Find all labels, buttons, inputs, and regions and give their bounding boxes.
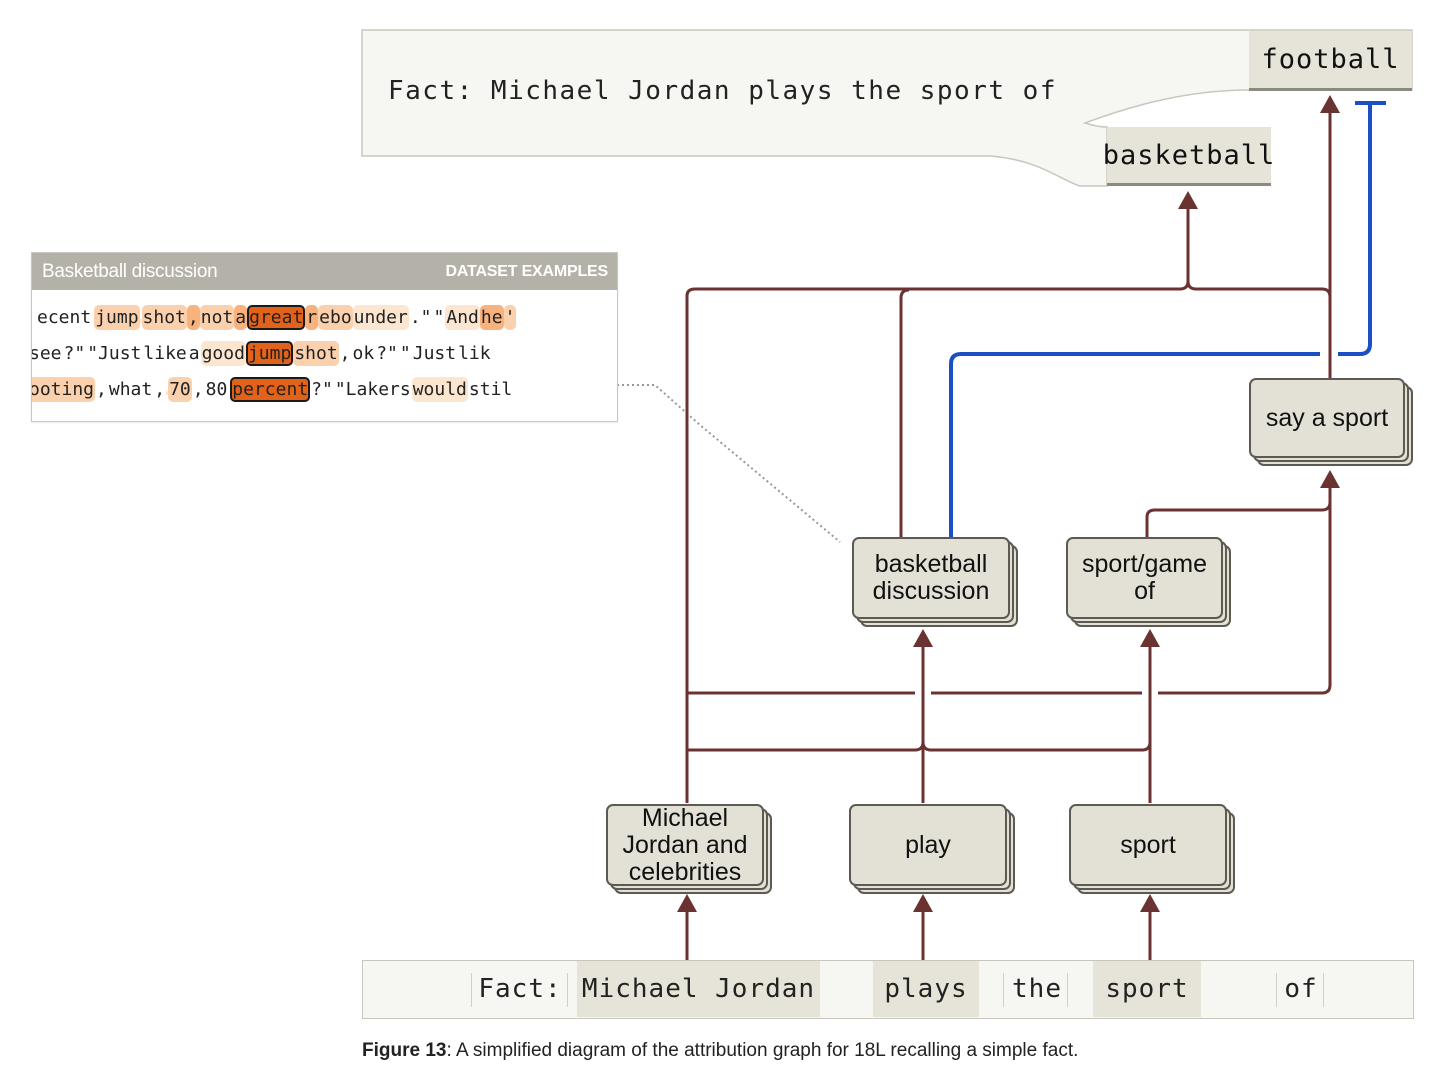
example-token: not [199, 305, 235, 330]
example-token: ecent [37, 307, 92, 328]
token-divider [1276, 973, 1277, 1007]
example-token: a [234, 305, 248, 330]
example-token [139, 319, 142, 323]
arrowhead [913, 894, 933, 912]
dataset-example-row: ooting, what, 70, 80 percent?" "Lakers w… [32, 377, 617, 407]
example-token: ok [352, 343, 375, 364]
token-divider [471, 973, 472, 1007]
edge-bus-upper [687, 484, 1332, 695]
example-token: a [188, 343, 200, 364]
example-token: he [479, 305, 504, 330]
example-token: , [339, 343, 351, 364]
node-sport-game-of: sport/game of [1066, 537, 1231, 627]
example-token-max-activation: great [247, 305, 306, 330]
node-label: Michael Jordan and celebrities [606, 804, 764, 886]
edge-bus-lower [687, 741, 1152, 752]
input-token-plays: plays [873, 961, 979, 1017]
arrowhead [1320, 95, 1340, 113]
example-token: ' [503, 305, 517, 330]
example-token: ." [409, 307, 432, 328]
node-label: basketball discussion [852, 537, 1010, 619]
example-token: , [96, 379, 107, 400]
example-token: And [445, 305, 480, 330]
example-token: jump [94, 305, 140, 330]
output-token-football: football [1249, 31, 1412, 91]
example-token-max-activation: percent [230, 377, 311, 402]
arrowhead [913, 629, 933, 647]
node-say-a-sport: say a sport [1249, 378, 1413, 466]
edge-bd-up [899, 288, 910, 537]
dataset-leader-line [617, 384, 841, 543]
dataset-examples-panel: Basketball discussion DATASET EXAMPLES e… [31, 252, 618, 422]
input-token-the: the [1012, 974, 1062, 1004]
node-label: sport [1069, 804, 1227, 886]
arrowhead [1320, 470, 1340, 488]
node-label: play [849, 804, 1007, 886]
example-token: like [143, 343, 187, 364]
example-token: under [352, 305, 409, 330]
example-token: " [433, 307, 445, 328]
node-basketball-discussion: basketball discussion [852, 537, 1018, 627]
figure-caption: Figure 13: A simplified diagram of the a… [362, 1040, 1078, 1062]
example-token: "Lakers [334, 379, 411, 400]
example-token: 80 [205, 379, 228, 400]
example-token: , [154, 379, 166, 400]
example-token: , [186, 305, 200, 330]
token-divider [567, 973, 568, 1007]
dataset-label: DATASET EXAMPLES [445, 263, 609, 280]
example-token: shot [141, 305, 187, 330]
input-token-sport: sport [1093, 961, 1201, 1017]
example-token: "Just [87, 343, 142, 364]
arrowhead [1140, 629, 1160, 647]
node-sport: sport [1069, 804, 1235, 894]
example-token: ebo [318, 305, 353, 330]
node-play: play [849, 804, 1015, 894]
input-token-michael-jordan: Michael Jordan [577, 961, 820, 1017]
example-token: Just [412, 343, 457, 364]
example-token: ?" [311, 379, 333, 400]
example-token: , [192, 379, 204, 400]
example-token: lik [458, 343, 491, 364]
dataset-title: Basketball discussion [42, 261, 218, 282]
example-token: would [411, 377, 468, 402]
token-divider [1003, 973, 1004, 1007]
token-divider [1323, 973, 1324, 1007]
node-label: sport/game of [1066, 537, 1223, 619]
token-divider [1067, 973, 1068, 1007]
caption-label: Figure 13 [362, 1040, 447, 1061]
arrowhead [1178, 191, 1198, 209]
example-token-max-activation: jump [245, 341, 294, 366]
fact-prompt-bubble [361, 29, 1413, 187]
input-token-fact: Fact: [478, 974, 562, 1004]
node-michael-jordan: Michael Jordan and celebrities [606, 804, 772, 894]
example-token: " [399, 343, 411, 364]
example-token: ?" [376, 343, 398, 364]
example-token: stil [468, 379, 513, 400]
example-token: 70 [168, 377, 192, 402]
example-token: r [305, 305, 319, 330]
example-token: good [200, 341, 246, 366]
arrowhead [1140, 894, 1160, 912]
output-token-basketball: basketball [1103, 127, 1274, 186]
example-token: see [31, 343, 62, 364]
edge-sg-to-say [1145, 484, 1332, 537]
arrowhead [677, 894, 697, 912]
example-token [166, 391, 169, 395]
example-token: ?" [63, 343, 86, 364]
input-token-of: of [1284, 974, 1318, 1004]
node-label: say a sport [1249, 378, 1405, 458]
example-token: ooting [32, 377, 96, 402]
dataset-header: Basketball discussion DATASET EXAMPLES [32, 253, 617, 290]
edge-inhibit-football [949, 104, 1372, 537]
example-token: shot [293, 341, 339, 366]
fact-prompt-text: Fact: Michael Jordan plays the sport of [388, 76, 1057, 106]
caption-text: : A simplified diagram of the attributio… [446, 1040, 1079, 1061]
example-token: what [108, 379, 153, 400]
